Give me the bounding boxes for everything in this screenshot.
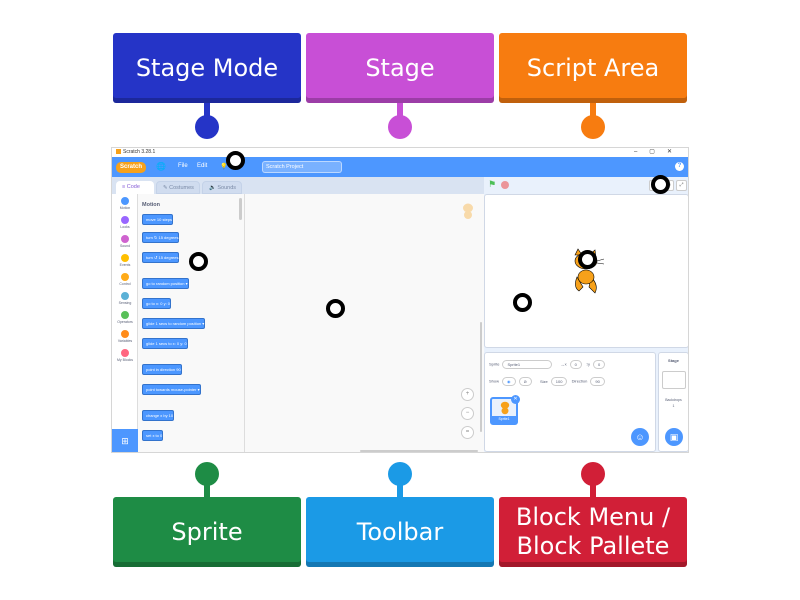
sprite-thumb-icon <box>500 401 510 415</box>
tutorials-icon[interactable]: 💡 <box>220 164 228 170</box>
block-move-steps[interactable]: move 10 steps <box>142 214 174 225</box>
stage-mode-pin <box>204 103 210 121</box>
script-hscrollbar[interactable] <box>360 450 478 452</box>
block-palette: Motion move 10 steps turn ↻ 15 degrees t… <box>138 194 245 452</box>
size-input[interactable]: 100 <box>550 377 568 386</box>
script-vscrollbar[interactable] <box>480 322 482 432</box>
menu-file[interactable]: File <box>178 163 188 169</box>
sprite-thumbnail[interactable]: ✕ Sprite1 <box>490 395 520 425</box>
stage-pane-title: Stage <box>668 358 679 363</box>
block-glide-to-xy[interactable]: glide 1 secs to x: 0 y: 0 <box>142 338 188 349</box>
sprite-label: Sprite <box>113 497 301 567</box>
marker-toolbar <box>326 299 345 318</box>
add-sprite-button[interactable]: ☺ <box>631 428 649 446</box>
scratch-screenshot: Scratch 3.28.1 –▢✕ Scratch 🌐 File Edit 💡… <box>111 147 689 453</box>
zoom-reset-icon[interactable]: = <box>461 426 474 439</box>
stage-label: Stage <box>306 33 494 103</box>
palette-heading: Motion <box>142 202 161 208</box>
green-flag-icon[interactable]: ⚑ <box>488 179 497 189</box>
block-point-towards[interactable]: point towards mouse-pointer ▾ <box>142 384 201 395</box>
category-control[interactable]: Control <box>112 273 138 286</box>
marker-script-area <box>651 175 670 194</box>
tab-code[interactable]: ≡ Code <box>116 181 154 194</box>
window-title: Scratch 3.28.1 <box>123 149 156 155</box>
delete-sprite-icon[interactable]: ✕ <box>511 395 520 404</box>
category-sound[interactable]: Sound <box>112 235 138 248</box>
block-turn-left[interactable]: turn ↺ 15 degrees <box>142 252 180 263</box>
sprite-thumb-label: Sprite1 <box>492 416 516 423</box>
window-controls[interactable]: –▢✕ <box>633 149 684 155</box>
marker-stage <box>578 250 597 269</box>
marker-block-palette <box>189 252 208 271</box>
help-icon[interactable]: ? <box>675 162 684 171</box>
block-change-x[interactable]: change x by 10 <box>142 410 175 421</box>
y-icon: ↕ <box>585 361 588 367</box>
direction-input[interactable]: 90 <box>590 377 605 386</box>
sprite-name-input[interactable]: Sprite1 <box>502 360 553 369</box>
zoom-in-icon[interactable]: + <box>461 388 474 401</box>
stage-thumbnail[interactable] <box>662 371 686 389</box>
stage-pin-dot <box>388 115 412 139</box>
stage-mode-label: Stage Mode <box>113 33 301 103</box>
category-my-blocks[interactable]: My Blocks <box>112 349 138 362</box>
add-backdrop-button[interactable]: ▣ <box>665 428 683 446</box>
script-area-pin <box>590 103 596 121</box>
block-go-to[interactable]: go to random position ▾ <box>142 278 189 289</box>
category-sensing[interactable]: Sensing <box>112 292 138 305</box>
toolbar-label: Toolbar <box>306 497 494 567</box>
category-events[interactable]: Events <box>112 254 138 267</box>
menu-bar: Scratch 🌐 File Edit 💡 Scratch Project ? <box>112 157 688 177</box>
x-icon: ↔ <box>560 361 565 367</box>
category-menu: Motion Looks Sound Events Control Sensin… <box>112 194 138 452</box>
stop-icon[interactable] <box>501 181 509 189</box>
sprite-pin <box>204 480 210 498</box>
zoom-out-icon[interactable]: − <box>461 407 474 420</box>
app-icon <box>116 149 121 155</box>
x-input[interactable]: 0 <box>569 360 582 369</box>
script-area-pin-dot <box>581 115 605 139</box>
marker-sprite <box>513 293 532 312</box>
show-hidden-icon[interactable]: ⊘ <box>518 377 532 386</box>
y-input[interactable]: 0 <box>592 360 606 369</box>
block-glide-to[interactable]: glide 1 secs to random position ▾ <box>142 318 206 329</box>
stage-pin <box>397 103 403 121</box>
toolbar-pin <box>397 480 403 498</box>
block-set-x[interactable]: set x to 0 <box>142 430 164 441</box>
stage-mode-pin-dot <box>195 115 219 139</box>
block-turn-right[interactable]: turn ↻ 15 degrees <box>142 232 180 243</box>
globe-icon[interactable]: 🌐 <box>156 162 166 171</box>
show-visible-icon[interactable]: ◉ <box>502 377 516 386</box>
block-go-to-xy[interactable]: go to x: 0 y: 0 <box>142 298 172 309</box>
editor-tabs: ≡ Code ✎ Costumes 🔈 Sounds <box>112 177 484 194</box>
category-variables[interactable]: Variables <box>112 330 138 343</box>
add-extension-button[interactable]: ⊞ <box>112 429 138 452</box>
sprite-ghost-icon <box>463 203 473 219</box>
window-titlebar: Scratch 3.28.1 –▢✕ <box>112 148 688 157</box>
block-menu-pin <box>590 480 596 498</box>
block-point-direction[interactable]: point in direction 90 <box>142 364 182 375</box>
block-menu-label: Block Menu / Block Pallete <box>499 497 687 567</box>
project-title-input[interactable]: Scratch Project <box>262 161 342 173</box>
stage[interactable] <box>484 194 688 348</box>
palette-scrollbar[interactable] <box>239 198 242 220</box>
tab-costumes[interactable]: ✎ Costumes <box>156 181 200 194</box>
category-motion[interactable]: Motion <box>112 197 138 210</box>
script-area[interactable]: + − = <box>245 194 484 452</box>
script-area-label: Script Area <box>499 33 687 103</box>
category-looks[interactable]: Looks <box>112 216 138 229</box>
fullscreen-icon[interactable]: ⤢ <box>676 180 687 191</box>
marker-stage-mode <box>226 151 245 170</box>
menu-edit[interactable]: Edit <box>197 163 208 169</box>
category-operators[interactable]: Operators <box>112 311 138 324</box>
scratch-logo[interactable]: Scratch <box>116 162 146 173</box>
tab-sounds[interactable]: 🔈 Sounds <box>202 181 242 194</box>
